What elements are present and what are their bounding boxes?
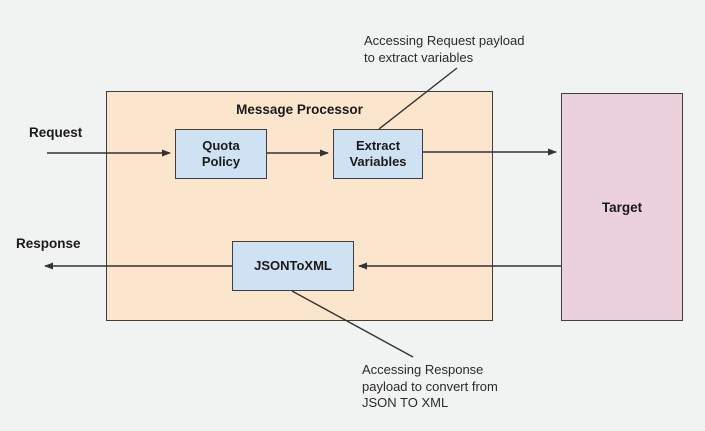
request-label: Request [29,125,83,140]
jsontoxml-node: JSONToXML [232,241,354,291]
message-processor-title: Message Processor [236,102,363,117]
extract-variables-node: Extract Variables [333,129,423,179]
response-label: Response [16,236,81,251]
target-box: Target [561,93,683,321]
annotation-request-payload: Accessing Request payload to extract var… [364,33,525,65]
annotation-response-payload: Accessing Response payload to convert fr… [362,362,498,410]
quota-policy-node: Quota Policy [175,129,267,179]
